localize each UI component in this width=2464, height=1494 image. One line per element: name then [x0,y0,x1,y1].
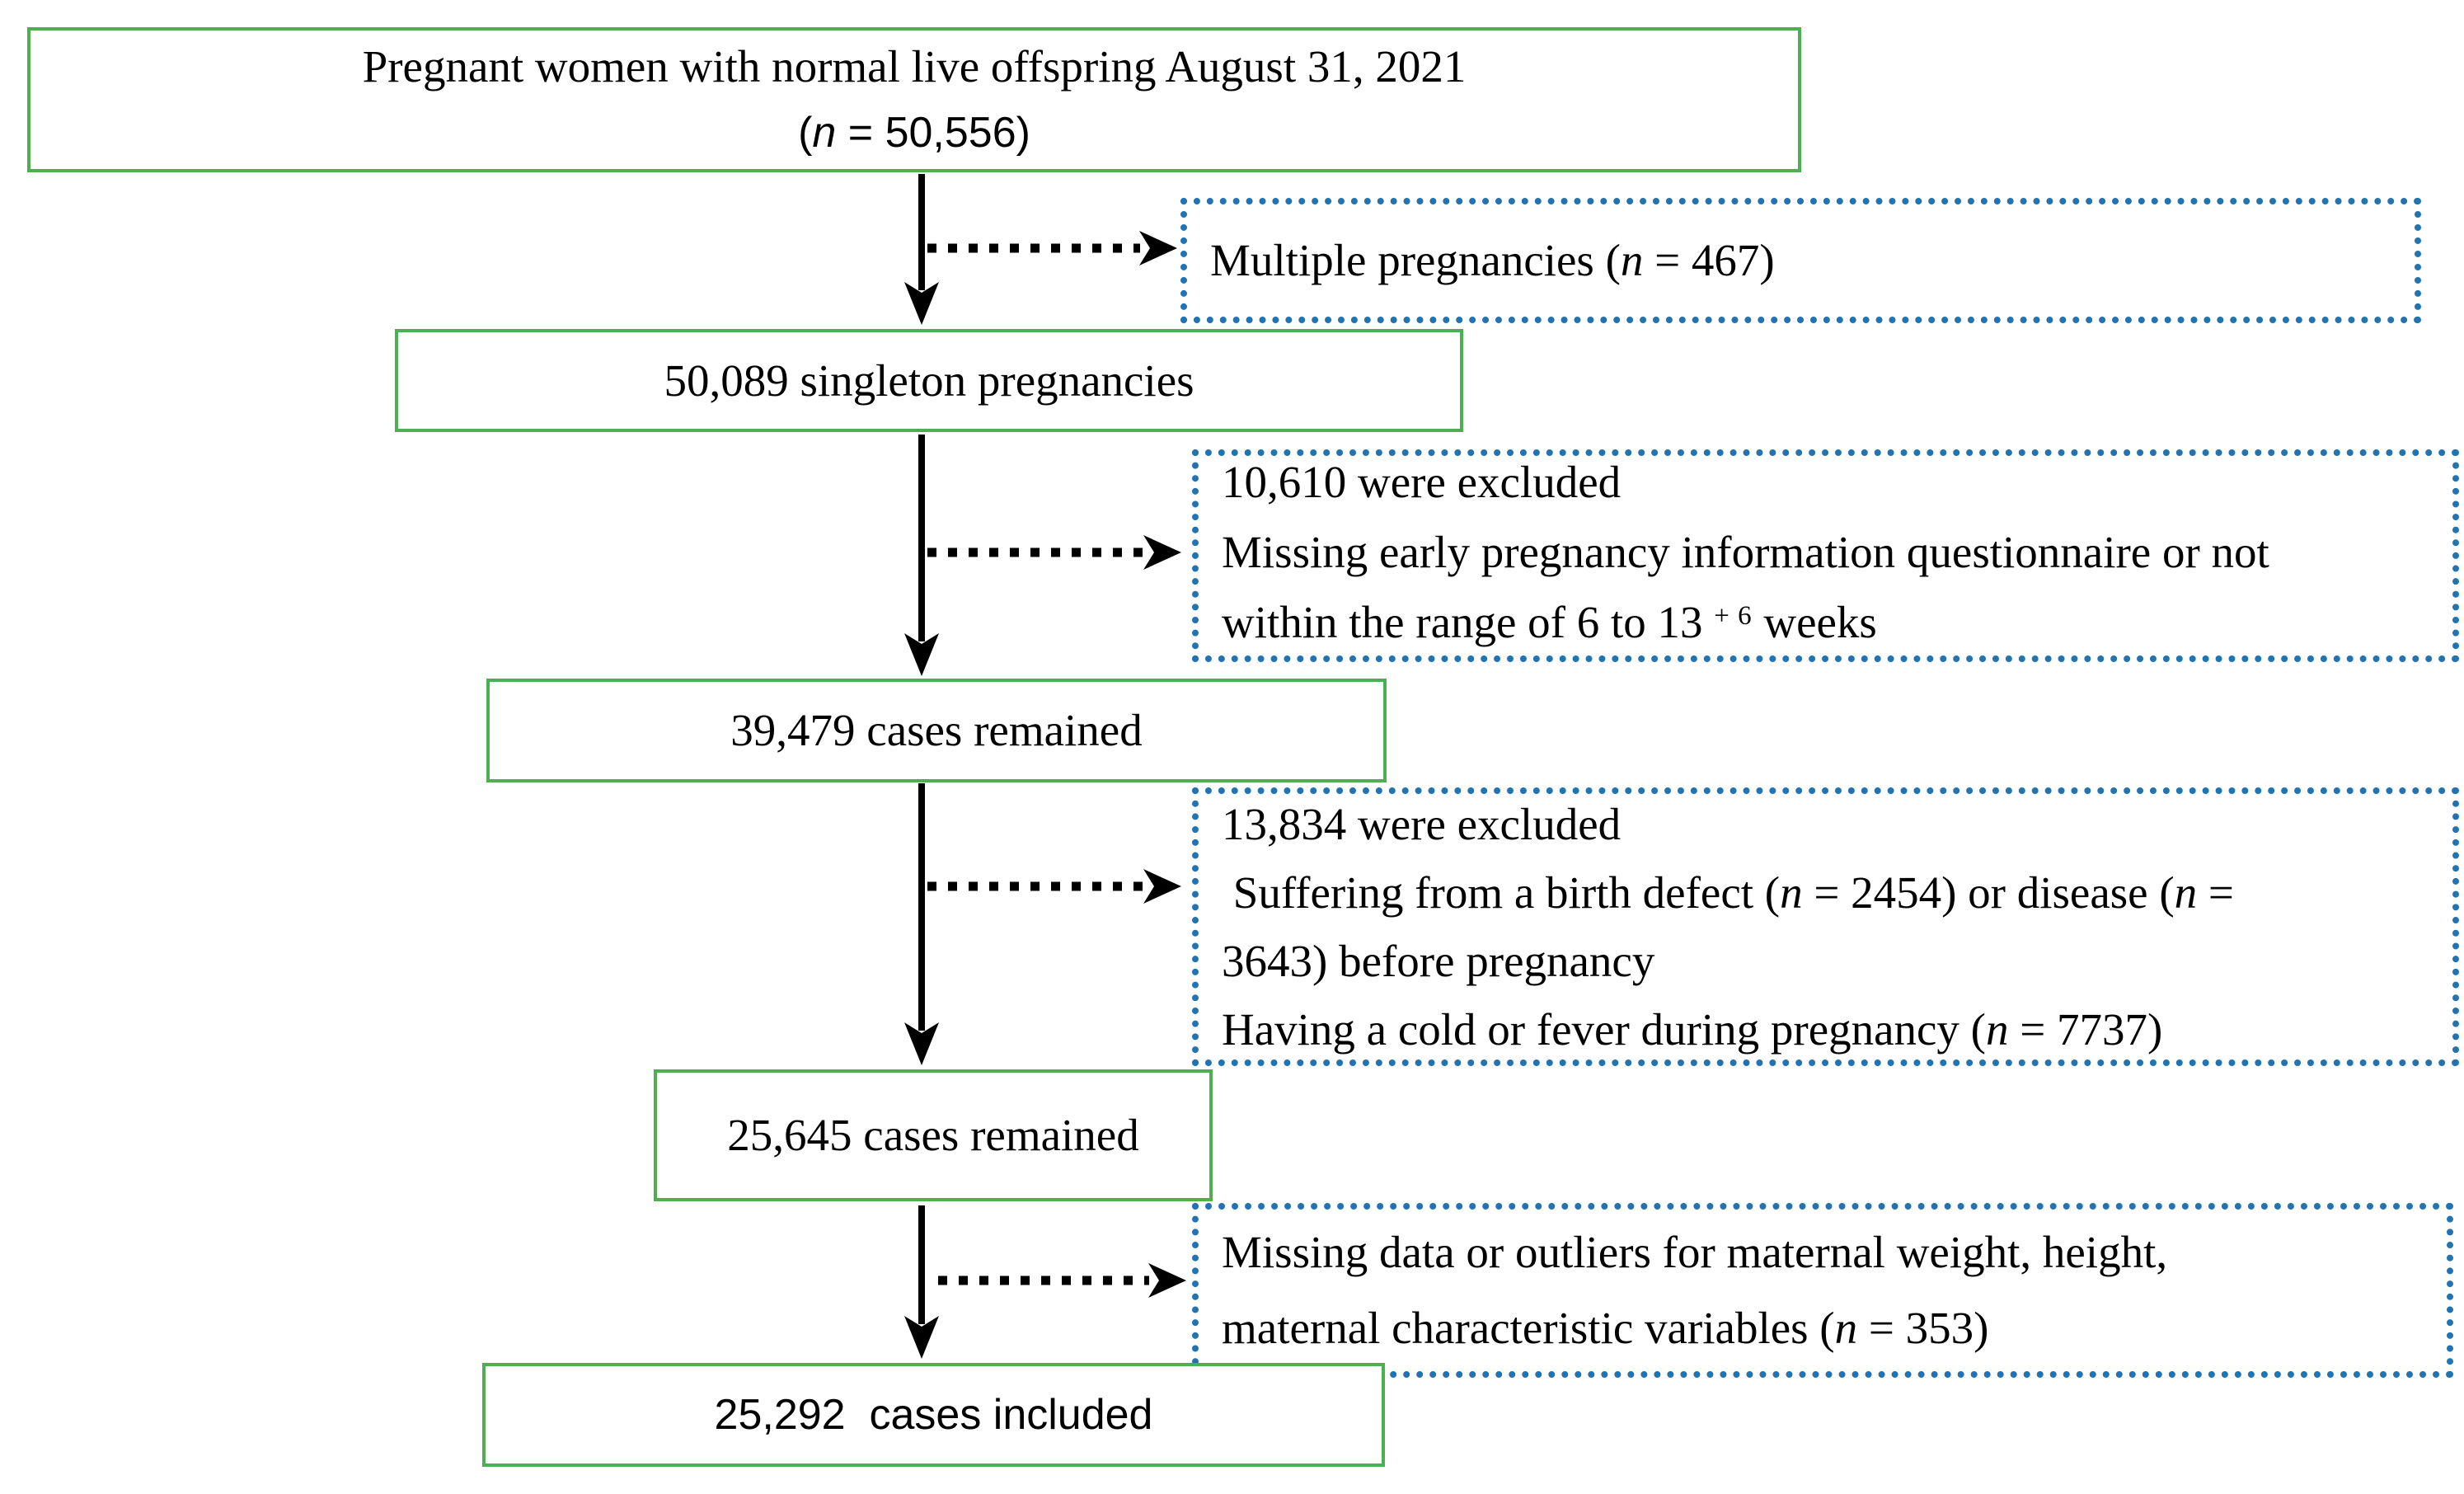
exclusion-defect-disease-cold: 13,834 were excluded Suffering from a bi… [1192,787,2459,1066]
text-line: within the range of 6 to 13 + 6 weeks [1222,597,1877,647]
node-singleton-pregnancies: 50,089 singleton pregnancies [395,329,1463,432]
exclusion-multiple-pregnancies: Multiple pregnancies (n = 467) [1180,198,2421,323]
exclusion-missing-questionnaire: 10,610 were excluded Missing early pregn… [1192,449,2459,662]
node-cases-included: 25,292 cases included [482,1363,1385,1467]
node-cases-remained-25645: 25,645 cases remained [654,1069,1213,1201]
node-initial-population: Pregnant women with normal live offsprin… [27,27,1801,172]
text-line: Suffering from a birth defect (n = 2454)… [1222,867,2234,918]
arrow-exclusion-4 [938,1263,1186,1298]
node-cases-remained-39479: 39,479 cases remained [486,679,1387,782]
arrow-down-1 [904,174,939,325]
text-line: Missing data or outliers for maternal we… [1222,1227,2168,1277]
text-line: 3643) before pregnancy [1222,936,1655,986]
text-line: 10,610 were excluded [1222,457,1622,507]
arrow-exclusion-1 [927,231,1177,265]
text-line: 13,834 were excluded [1222,799,1622,849]
text-line: Pregnant women with normal live offsprin… [362,41,1467,92]
text-line: 50,089 singleton pregnancies [664,355,1194,406]
text-line: 25,292 cases included [714,1391,1153,1439]
arrow-exclusion-2 [927,535,1181,570]
arrow-exclusion-3 [927,869,1181,904]
text-line: 39,479 cases remained [730,705,1143,755]
text-line: maternal characteristic variables (n = 3… [1222,1303,1989,1353]
text-line: Missing early pregnancy information ques… [1222,527,2269,577]
text-line: 25,645 cases remained [727,1110,1139,1160]
text-line: Multiple pregnancies (n = 467) [1210,235,1775,285]
arrow-down-2 [904,435,939,676]
text-line: Having a cold or fever during pregnancy … [1222,1004,2163,1055]
text-line: (n = 50,556) [798,109,1030,157]
exclusion-missing-maternal-data: Missing data or outliers for maternal we… [1192,1203,2453,1378]
arrow-down-3 [904,783,939,1065]
arrow-down-4 [904,1205,939,1359]
